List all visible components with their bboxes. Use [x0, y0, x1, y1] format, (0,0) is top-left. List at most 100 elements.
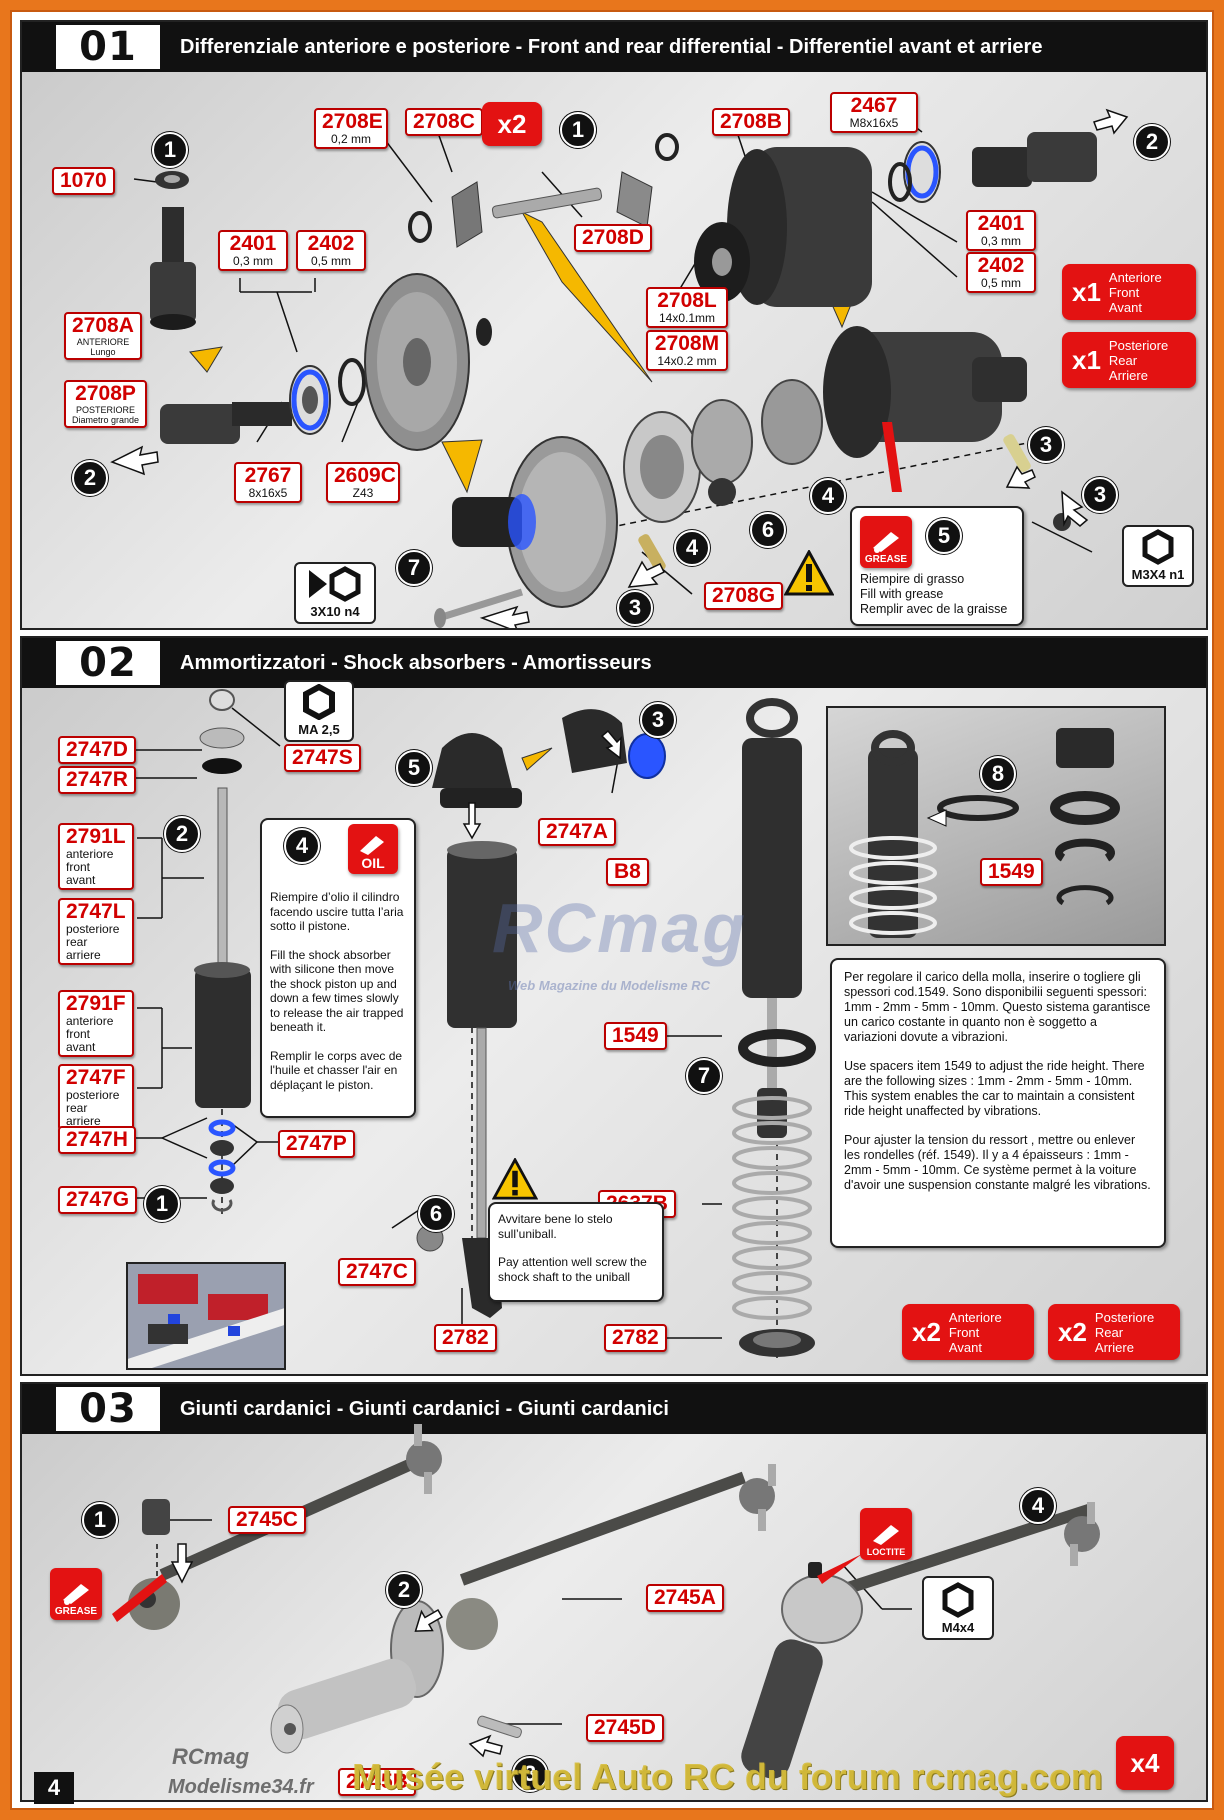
screw-m3x4-box: M3X4 n1 [1122, 525, 1194, 587]
step-7-marker: 7 [686, 1058, 722, 1094]
hex-icon [942, 1582, 974, 1618]
oil-can-icon: OIL [348, 824, 398, 874]
quantity-x4-badge: x4 [1116, 1736, 1174, 1790]
section-title: Ammortizzatori - Shock absorbers - Amort… [180, 651, 652, 674]
rcmag-watermark-subtitle: Web Magazine du Modelisme RC [508, 978, 711, 993]
part-2782-label: 2782 [434, 1324, 497, 1352]
part-2791L-label: 2791L anteriore front avant [58, 823, 134, 890]
part-2747C-label: 2747C [338, 1258, 416, 1286]
screw-3x10-box: 3X10 n4 [294, 562, 376, 624]
section-number: 03 [56, 1386, 160, 1432]
section-01-differential: 01 Differenziale anteriore e posteriore … [20, 20, 1208, 630]
part-B8-label: B8 [606, 858, 649, 886]
step-1-marker: 1 [144, 1186, 180, 1222]
quantity-x2-badge: x2 [482, 102, 542, 146]
step-1-marker: 1 [152, 132, 188, 168]
step-7-marker: 7 [396, 550, 432, 586]
part-2708C-label: 2708C [405, 108, 483, 136]
step-8-marker: 8 [980, 756, 1016, 792]
part-2747L-label: 2747L posteriore rear arriere [58, 898, 134, 965]
section-header: 02 Ammortizzatori - Shock absorbers - Am… [22, 638, 1206, 688]
oil-instruction-box: Riempire d’olio il cilindro facendo usci… [260, 818, 416, 1118]
spacer-note-it: Per regolare il carico della molla, inse… [844, 970, 1151, 1044]
step-6-marker: 6 [750, 512, 786, 548]
warning-icon [784, 550, 834, 596]
manual-page: 01 Differenziale anteriore e posteriore … [10, 10, 1214, 1810]
section-number: 01 [56, 24, 160, 70]
part-2747G-label: 2747G [58, 1186, 138, 1214]
shock-absorber-illustration [134, 689, 983, 1358]
part-2708G-label: 2708G [704, 582, 784, 610]
part-2747S-label: 2747S [284, 744, 361, 772]
grease-note-fr: Remplir avec de la graisse [860, 602, 1008, 616]
part-2747F-label: 2747F posteriore rear arriere [58, 1064, 134, 1131]
rcmag-watermark-logo: RCmag [492, 889, 748, 967]
part-2747D-label: 2747D [58, 736, 136, 764]
bottom-logo-modelisme: Modelisme34.fr [168, 1776, 314, 1798]
section-title: Giunti cardanici - Giunti cardanici - Gi… [180, 1397, 669, 1420]
hex-nut-icon [303, 684, 335, 720]
hex-icon [1142, 529, 1174, 565]
part-2708B-label: 2708B [712, 108, 790, 136]
step-5-marker: 5 [926, 518, 962, 554]
shaft-warning-box: Avvitare bene lo stelo sull’uniball. Pay… [488, 1202, 664, 1302]
step-2-marker: 2 [1134, 124, 1170, 160]
part-2782-label: 2782 [604, 1324, 667, 1352]
part-1070-label: 1070 [52, 167, 115, 195]
part-2745A-label: 2745A [646, 1584, 724, 1612]
part-2745D-label: 2745D [586, 1714, 664, 1742]
section-03-cardan-joints: 03 Giunti cardanici - Giunti cardanici -… [20, 1382, 1208, 1802]
grease-note-en: Fill with grease [860, 587, 944, 601]
part-2791F-label: 2791F anteriore front avant [58, 990, 134, 1057]
step-3-marker: 3 [1082, 477, 1118, 513]
section-title: Differenziale anteriore e posteriore - F… [180, 35, 1043, 58]
step-6-marker: 6 [418, 1196, 454, 1232]
grease-note-it: Riempire di grasso [860, 572, 965, 586]
screw-head-icon [309, 566, 361, 602]
section-header: 03 Giunti cardanici - Giunti cardanici -… [22, 1384, 1206, 1434]
cardan-joint-illustration [112, 1424, 1100, 1779]
step-4-marker: 4 [674, 530, 710, 566]
spacer-note-en: Use spacers item 1549 to adjust the ride… [844, 1059, 1145, 1118]
section-header: 01 Differenziale anteriore e posteriore … [22, 22, 1206, 72]
screw-m4x4-box: M4x4 [922, 1576, 994, 1640]
warning-icon [492, 1158, 538, 1200]
spacer-photo-panel [826, 706, 1166, 946]
step-5-marker: 5 [396, 750, 432, 786]
step-2-marker: 2 [164, 816, 200, 852]
step-3-marker: 3 [512, 1756, 548, 1792]
part-2745C-label: 2745C [228, 1506, 306, 1534]
step-3-marker: 3 [617, 590, 653, 626]
grease-tube-icon: GREASE [860, 516, 912, 568]
part-2747A-label: 2747A [538, 818, 616, 846]
footer-watermark-text: Musée virtuel Auto RC du forum rcmag.com [352, 1756, 1103, 1797]
grease-tube-icon: GREASE [50, 1568, 102, 1620]
spacer-instruction-box: Per regolare il carico della molla, inse… [830, 958, 1166, 1248]
step-1-marker: 1 [560, 112, 596, 148]
part-2747H-label: 2747H [58, 1126, 136, 1154]
step-3-marker: 3 [1028, 427, 1064, 463]
part-2708D-label: 2708D [574, 224, 652, 252]
part-1549-label: 1549 [980, 858, 1043, 886]
oil-note-en: Fill the shock absorber with silicone th… [270, 947, 404, 1035]
step-4-marker: 4 [284, 828, 320, 864]
step-4-marker: 4 [810, 478, 846, 514]
step-1-marker: 1 [82, 1502, 118, 1538]
shaft-note-en: Pay attention well screw the shock shaft… [498, 1255, 647, 1284]
part-2708P-label: 2708P POSTERIORE Diametro grande [64, 380, 148, 428]
part-2747P-label: 2747P [278, 1130, 355, 1158]
oil-note-it: Riempire d’olio il cilindro facendo usci… [270, 890, 404, 933]
section-02-shock-absorbers: 02 Ammortizzatori - Shock absorbers - Am… [20, 636, 1208, 1376]
